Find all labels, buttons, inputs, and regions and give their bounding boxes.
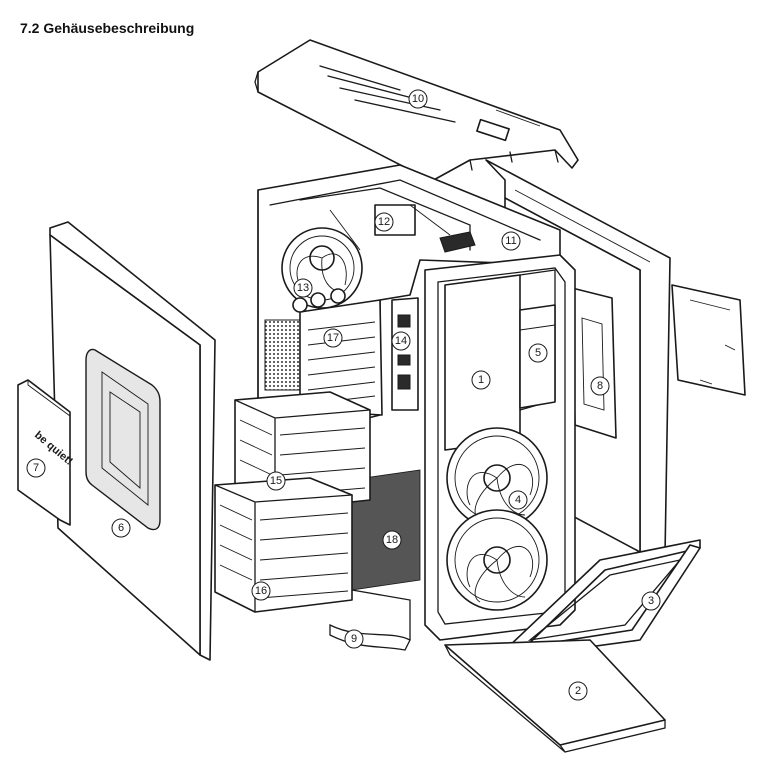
svg-text:4: 4: [515, 494, 521, 506]
svg-text:10: 10: [412, 93, 424, 105]
callout-17: 17: [323, 328, 343, 348]
callout-12: 12: [374, 212, 394, 232]
callout-4: 4: [508, 490, 528, 510]
svg-text:6: 6: [118, 522, 124, 534]
svg-text:7: 7: [33, 462, 39, 474]
callout-16: 16: [251, 581, 271, 601]
svg-text:17: 17: [327, 332, 339, 344]
svg-text:9: 9: [351, 633, 357, 645]
mount-plate: [571, 287, 617, 439]
bottom-cover: [444, 639, 666, 753]
svg-text:16: 16: [255, 585, 267, 597]
front-bezel: [424, 254, 576, 641]
callout-1: 1: [471, 370, 491, 390]
svg-text:12: 12: [378, 216, 390, 228]
callout-13: 13: [293, 278, 313, 298]
callout-3: 3: [641, 591, 661, 611]
callout-10: 10: [408, 89, 428, 109]
callout-2: 2: [568, 681, 588, 701]
page-title: 7.2 Gehäusebeschreibung: [20, 20, 195, 36]
svg-text:13: 13: [297, 282, 309, 294]
left-side-panel: [49, 221, 216, 661]
svg-text:1: 1: [478, 374, 484, 386]
svg-text:3: 3: [648, 595, 654, 607]
svg-text:18: 18: [386, 534, 398, 546]
callout-8: 8: [590, 376, 610, 396]
hdd-cage-lower: [214, 477, 353, 613]
callout-7: 7: [26, 458, 46, 478]
svg-text:14: 14: [395, 335, 407, 347]
top-panel: [254, 39, 579, 191]
callout-11: 11: [501, 231, 521, 251]
svg-text:5: 5: [535, 347, 541, 359]
callout-14: 14: [391, 331, 411, 351]
callout-5: 5: [528, 343, 548, 363]
callout-18: 18: [382, 530, 402, 550]
svg-text:2: 2: [575, 685, 581, 697]
svg-text:11: 11: [505, 235, 516, 247]
callout-6: 6: [111, 518, 131, 538]
svg-text:8: 8: [597, 380, 603, 392]
svg-text:15: 15: [270, 475, 282, 487]
callout-9: 9: [344, 629, 364, 649]
callout-15: 15: [266, 471, 286, 491]
